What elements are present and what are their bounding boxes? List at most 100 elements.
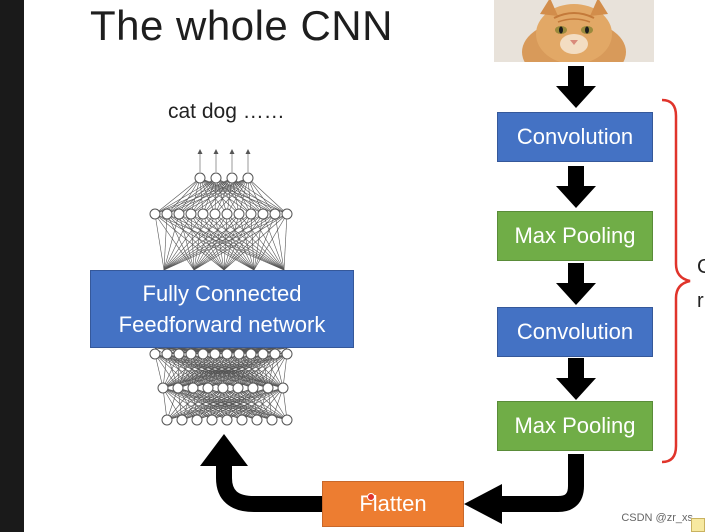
neural-network-diagram xyxy=(149,149,293,426)
network-neuron xyxy=(172,382,184,394)
slide-title: The whole CNN xyxy=(90,2,393,49)
network-connection xyxy=(190,213,195,271)
network-neuron xyxy=(161,348,173,360)
network-connection xyxy=(154,177,249,215)
network-neuron xyxy=(281,208,293,220)
network-connection xyxy=(163,213,216,271)
network-connection xyxy=(166,177,249,215)
network-connection xyxy=(190,177,217,215)
network-connection xyxy=(215,177,276,215)
network-connection xyxy=(252,353,288,389)
network-connection xyxy=(215,177,288,215)
network-neuron xyxy=(197,348,209,360)
network-connection xyxy=(178,177,217,215)
network-connection xyxy=(154,353,209,389)
down-arrow-icon xyxy=(556,166,596,208)
network-connection xyxy=(177,353,228,389)
network-connection xyxy=(166,177,217,215)
output-classes-label: cat dog …… xyxy=(168,100,285,123)
network-neuron xyxy=(202,382,214,394)
network-connection xyxy=(215,177,252,215)
network-neuron xyxy=(187,382,199,394)
network-connection xyxy=(181,387,284,421)
network-connection xyxy=(238,177,249,215)
network-connection xyxy=(166,387,269,421)
network-connection xyxy=(162,353,192,389)
flatten-box: Flatten xyxy=(322,481,464,527)
network-neuron xyxy=(277,382,289,394)
network-connection xyxy=(177,353,276,389)
network-connection xyxy=(207,353,240,389)
network-connection xyxy=(215,177,228,215)
network-connection xyxy=(193,213,240,271)
network-connection xyxy=(190,177,249,215)
network-connection xyxy=(202,177,249,215)
down-arrow-icon xyxy=(556,263,596,305)
network-connection xyxy=(222,353,288,389)
network-connection xyxy=(193,213,228,271)
slide: The whole CNN cat dog …… Fully Connected… xyxy=(24,0,705,532)
cut-off-text-1: C xyxy=(697,256,705,278)
convolution-box-1: Convolution xyxy=(497,112,653,162)
network-connection xyxy=(163,213,204,271)
red-brace xyxy=(661,98,691,464)
network-connection xyxy=(214,177,233,215)
network-connection xyxy=(271,387,284,421)
network-neuron xyxy=(173,208,185,220)
network-connection xyxy=(247,177,276,215)
network-connection xyxy=(166,387,179,421)
network-connection xyxy=(247,177,264,215)
network-connection xyxy=(162,353,288,389)
network-connection xyxy=(166,387,224,421)
network-neuron xyxy=(269,348,281,360)
network-connection xyxy=(192,353,288,389)
network-connection xyxy=(247,177,252,215)
network-connection xyxy=(215,177,264,215)
network-connection xyxy=(207,353,288,389)
network-connection xyxy=(207,353,276,389)
network-connection xyxy=(162,353,180,389)
network-neuron xyxy=(161,414,173,426)
network-connection xyxy=(154,213,195,271)
network-connection xyxy=(162,353,204,389)
network-neuron xyxy=(257,348,269,360)
down-arrow-icon xyxy=(556,358,596,400)
corner-widget xyxy=(691,518,705,532)
network-neuron xyxy=(269,208,281,220)
network-connection xyxy=(154,177,201,215)
network-connection xyxy=(207,353,264,389)
network-neuron xyxy=(245,348,257,360)
network-connection xyxy=(163,213,276,271)
network-connection xyxy=(193,213,276,271)
network-neuron xyxy=(226,172,238,184)
network-connection xyxy=(192,353,240,389)
network-connection xyxy=(274,213,285,271)
network-neuron xyxy=(262,382,274,394)
network-neuron xyxy=(257,208,269,220)
fully-connected-box: Fully Connected Feedforward network xyxy=(90,270,354,348)
network-connection xyxy=(163,213,168,271)
fully-connected-label-line-1: Fully Connected xyxy=(142,281,302,306)
curved-arrow-to-flatten-icon xyxy=(464,454,584,524)
network-neuron xyxy=(185,348,197,360)
network-connection xyxy=(178,177,249,215)
network-neuron xyxy=(233,348,245,360)
network-neuron xyxy=(194,172,206,184)
network-neuron xyxy=(245,208,257,220)
network-connection xyxy=(162,353,216,389)
cut-off-text-2: r xyxy=(697,290,704,312)
network-connection xyxy=(202,177,233,215)
network-connection xyxy=(247,177,288,215)
network-connection xyxy=(166,387,194,421)
network-connection xyxy=(226,387,284,421)
convolution-box-2: Convolution xyxy=(497,307,653,357)
network-connection xyxy=(166,387,284,421)
max-pooling-box-1: Max Pooling xyxy=(497,211,653,261)
network-neuron xyxy=(281,348,293,360)
output-arrowhead xyxy=(245,149,251,154)
network-connection xyxy=(283,213,288,271)
network-connection xyxy=(237,353,288,389)
network-connection xyxy=(214,177,249,215)
network-connection xyxy=(163,213,228,271)
cursor-dot-icon xyxy=(367,493,375,501)
